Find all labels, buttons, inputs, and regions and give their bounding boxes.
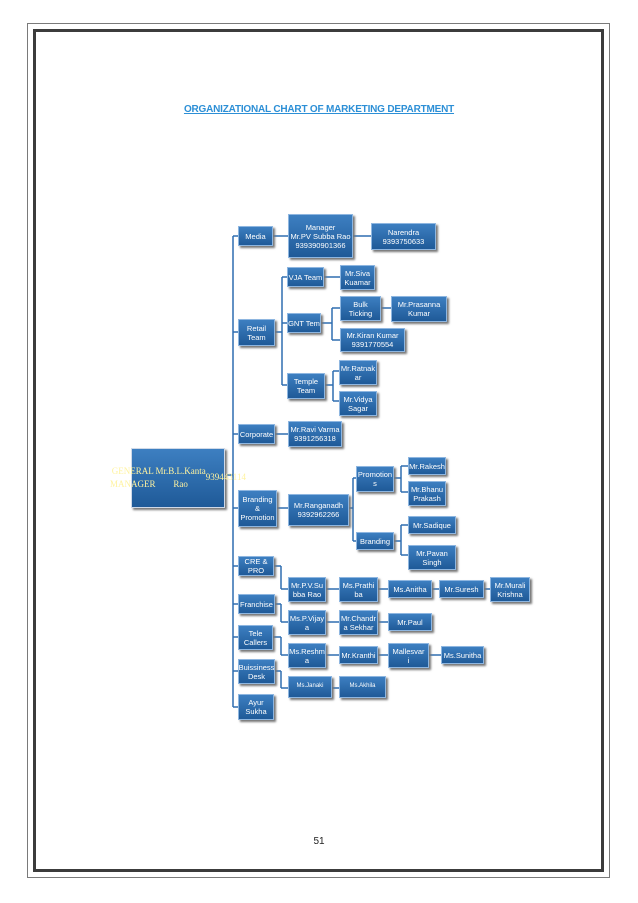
gnt-team-box: GNT Tem [287,313,321,333]
dept-tele-callers: Tele Callers [238,625,273,650]
rakesh-box: Mr.Rakesh [408,457,446,475]
vijaya-box: Ms.P.Vijay a [288,610,326,635]
dept-business-desk: Buissiness Desk [238,659,275,684]
ranganadh-box: Mr.Ranganadh 9392962266 [288,494,349,526]
bhanu-prakash-box: Mr.Bhanu Prakash [408,481,446,506]
ratnakar-box: Mr.Ratnak ar [339,360,377,385]
sadique-box: Mr.Sadique [408,516,456,534]
prasanna-kumar-box: Mr.Prasanna Kumar [391,296,447,322]
pavan-singh-box: Mr.Pavan Singh [408,545,456,570]
narendra-box: Narendra 9393750633 [371,223,436,250]
page-border-outer [27,23,610,878]
sunitha-box: Ms.Sunitha [441,646,484,664]
malleswari-box: Mallesvar i [388,643,429,668]
akhila-box: Ms.Akhila [339,676,386,698]
vja-team-box: VJA Team [287,267,324,287]
ravi-varma-box: Mr.Ravi Varma 9391256318 [288,421,342,447]
temple-team-box: Temple Team [287,373,325,399]
promotions-box: Promotion s [356,466,394,492]
kiran-kumar-box: Mr.Kiran Kumar 9391770554 [340,328,405,352]
suresh-box: Mr.Suresh [439,580,484,598]
dept-media: Media [238,226,273,246]
chandra-sekhar-box: Mr.Chandr a Sekhar [339,610,378,635]
vidya-sagar-box: Mr.Vidya Sagar [339,391,377,416]
anitha-box: Ms.Anitha [388,580,432,598]
reshma-box: Ms.Reshm a [288,643,326,668]
page-number: 51 [313,836,325,847]
bulk-ticketing-box: Bulk Ticking [340,296,381,321]
dept-ayur-sukha: Ayur Sukha [238,694,274,720]
janaki-box: Ms.Janaki [288,676,332,698]
siva-kumar-box: Mr.Siva Kuamar [340,265,375,290]
dept-cre-pro: CRE & PRO [238,556,274,576]
kranthi-box: Mr.Kranthi [339,646,378,664]
murali-krishna-box: Mr.Murali Krishna [490,577,530,602]
page-border-inner [33,29,604,872]
general-manager-phone: 939443114 [205,472,246,483]
general-manager-name: Mr.B.L.Kanta Rao [155,465,206,490]
general-manager-role: GENERAL MANAGER [110,465,156,490]
media-manager-box: Manager Mr.PV Subba Rao 939390901366 [288,214,353,258]
page-title: ORGANIZATIONAL CHART OF MARKETING DEPART… [183,104,455,115]
pv-subba-rao-box: Mr.P.V.Su bba Rao [288,577,326,602]
dept-branding-promotion: Branding & Promotion [238,490,277,527]
branding-box: Branding [356,532,394,550]
general-manager-box: GENERAL MANAGER Mr.B.L.Kanta Rao 9394431… [110,448,246,508]
paul-box: Mr.Paul [388,613,432,631]
dept-retail-team: Retail Team [238,319,275,346]
dept-franchise: Franchise [238,594,275,614]
prathiba-box: Ms.Prathi ba [339,577,378,602]
dept-corporate: Corporate [238,424,275,444]
